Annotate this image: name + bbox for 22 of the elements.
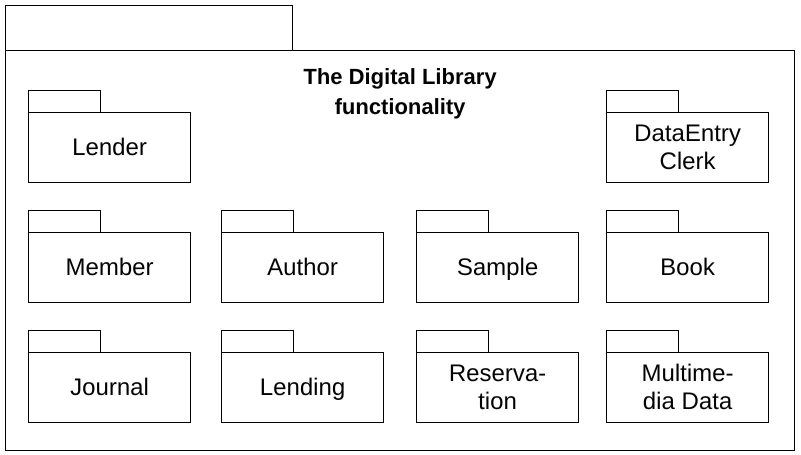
package [221, 210, 384, 303]
package [606, 210, 769, 303]
package-name: Reserva- tion [448, 360, 548, 416]
package-name: Lender [71, 134, 148, 162]
package [416, 210, 579, 303]
package-name: DataEntry Clerk [633, 120, 742, 176]
package-name: Author [266, 254, 339, 282]
package-title: The Digital Library functionality [302, 63, 498, 121]
package-name: Member [64, 254, 155, 282]
package-name: Lending [258, 374, 346, 402]
package [606, 90, 769, 183]
package-name: Sample [456, 254, 540, 282]
package [5, 5, 795, 451]
package-name: Book [659, 254, 716, 282]
package [28, 210, 191, 303]
package [28, 90, 191, 183]
package [221, 330, 384, 423]
package-name: Multime- dia Data [640, 360, 734, 416]
package [416, 330, 579, 423]
package [606, 330, 769, 423]
package [28, 330, 191, 423]
package-name: Journal [69, 374, 150, 402]
